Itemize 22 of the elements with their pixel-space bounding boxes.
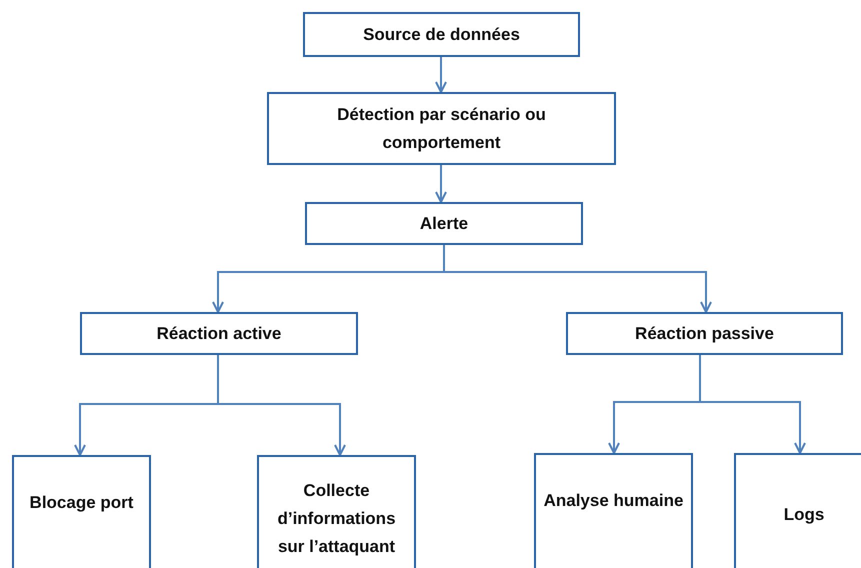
arrow <box>217 355 346 456</box>
process-box <box>80 312 358 355</box>
box-label: Blocage port <box>30 492 134 514</box>
box-label: Logs <box>784 504 824 526</box>
process-box <box>257 455 416 568</box>
arrow <box>443 245 712 313</box>
process-box <box>12 455 151 568</box>
box-label: Réaction active <box>156 322 282 344</box>
arrow <box>435 165 447 203</box>
box-label: Source de données <box>363 24 520 46</box>
process-box <box>566 312 843 355</box>
arrow <box>435 57 447 93</box>
process-box <box>534 453 693 568</box>
process-box <box>305 202 583 245</box>
box-label: Détection par scénario ou comportement <box>336 104 547 154</box>
process-box <box>267 92 616 165</box>
box-label: Collecte d’informations sur l’attaquant <box>276 480 397 558</box>
box-label: Réaction passive <box>635 322 774 344</box>
process-box <box>734 453 861 568</box>
box-label: Analyse humaine <box>544 490 684 512</box>
process-box <box>303 12 580 57</box>
box-label: Alerte <box>420 212 468 234</box>
